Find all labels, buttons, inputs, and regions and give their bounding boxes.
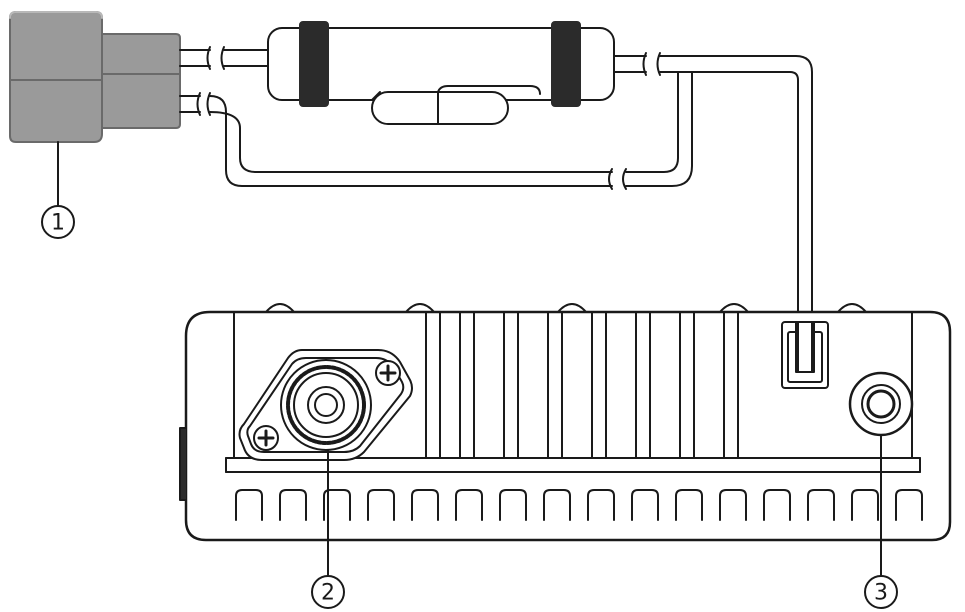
power-cable-to-radio — [613, 52, 813, 323]
dc-power-socket-icon — [781, 321, 829, 389]
speaker-jack-icon — [848, 371, 914, 437]
power-cable-top — [179, 46, 269, 70]
plus-screw-icon — [375, 360, 401, 386]
callout-3-label: 3 — [874, 581, 888, 606]
power-cable-bottom — [179, 71, 693, 190]
dc-power-plug-icon — [9, 11, 181, 143]
plus-screw-icon — [253, 425, 279, 451]
callout-2-label: 2 — [321, 581, 335, 606]
antenna-connector-icon — [238, 349, 413, 461]
inline-fuse-holder-icon — [267, 21, 615, 125]
callout-3-circle — [864, 575, 898, 609]
callout-1-label: 1 — [51, 211, 65, 236]
callout-1-circle — [41, 205, 75, 239]
callout-2-circle — [311, 575, 345, 609]
